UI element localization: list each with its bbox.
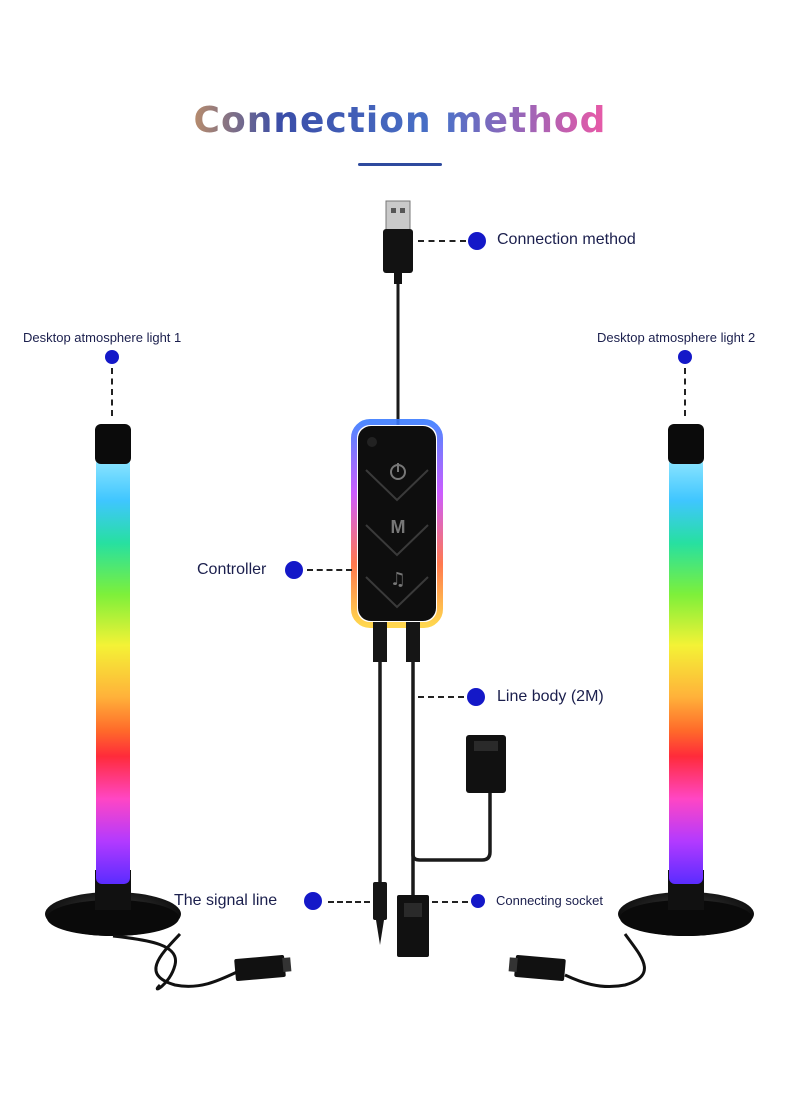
svg-text:M: M	[391, 517, 406, 537]
usb-label: Connection method	[497, 231, 636, 248]
signal-line-callout-dot	[304, 892, 322, 910]
output-cables	[373, 622, 506, 957]
light-1-label: Desktop atmosphere light 1	[23, 330, 182, 345]
light-2-callout-dot	[678, 350, 692, 364]
socket-label: Connecting socket	[496, 893, 603, 908]
line-body-callout-line	[418, 696, 464, 698]
socket-callout-dot	[471, 894, 485, 908]
light-1-callout-line	[111, 368, 113, 416]
atmosphere-light-2	[508, 424, 754, 989]
signal-line-callout-line	[328, 901, 370, 903]
title: Connection method	[0, 100, 800, 141]
signal-line-label: The signal line	[174, 892, 278, 909]
line-body-label: Line body (2M)	[497, 688, 604, 705]
socket-callout-line	[432, 901, 468, 903]
light-2-callout-line	[684, 368, 686, 416]
controller-callout-line	[307, 569, 352, 571]
svg-text:♫: ♫	[390, 569, 406, 590]
usb-callout-line	[418, 240, 466, 242]
light-1-callout-dot	[105, 350, 119, 364]
controller-label: Controller	[197, 561, 267, 578]
controller: M ♫	[351, 419, 443, 628]
usb-callout-dot	[468, 232, 486, 250]
line-body-callout-dot	[467, 688, 485, 706]
title-underline	[358, 163, 442, 166]
light-2-label: Desktop atmosphere light 2	[597, 330, 756, 345]
usb-plug	[383, 200, 413, 425]
controller-callout-dot	[285, 561, 303, 579]
atmosphere-light-1	[45, 424, 292, 991]
